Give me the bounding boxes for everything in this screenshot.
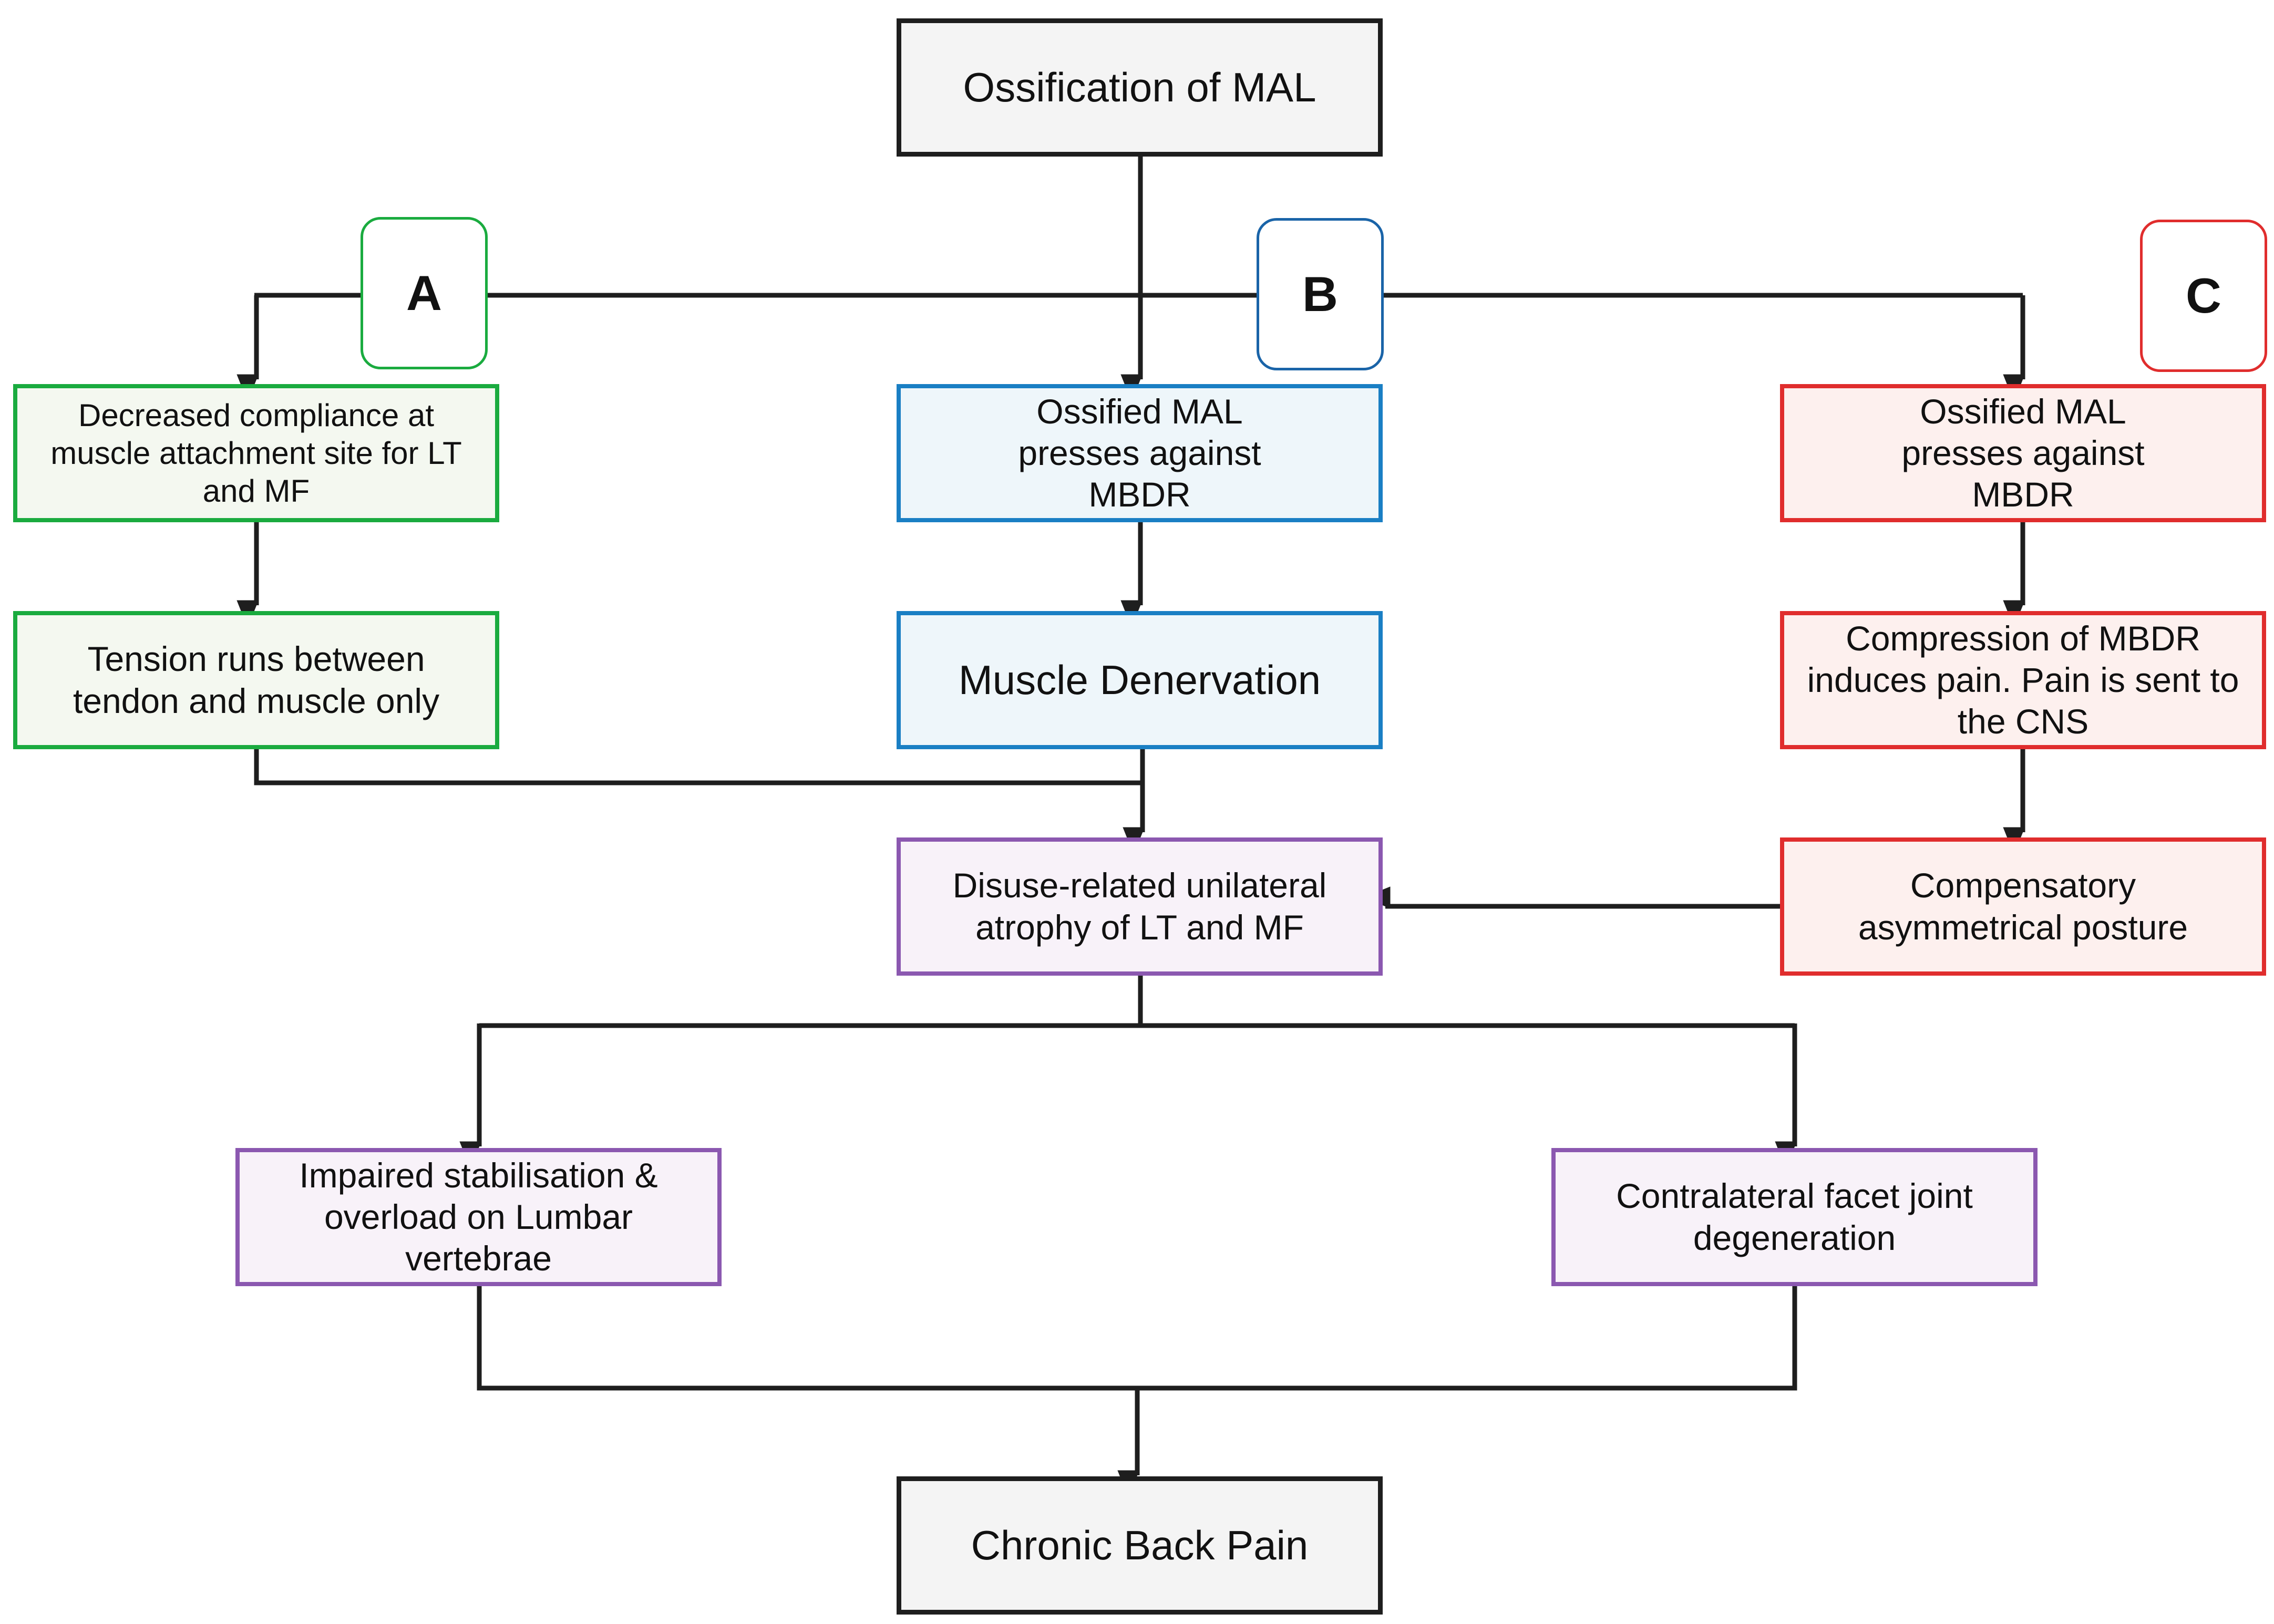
box-muscle-denervation: Muscle Denervation <box>897 611 1383 749</box>
arrow-split-left <box>479 1023 1140 1146</box>
box-compression-of-mbdr-text: Compression of MBDR induces pain. Pain i… <box>1807 618 2239 741</box>
line-outcomes-merge <box>477 1286 1797 1391</box>
box-chronic-back-pain-text: Chronic Back Pain <box>971 1522 1309 1568</box>
box-decreased-compliance-text: Decreased compliance at muscle attachmen… <box>50 397 462 509</box>
line-a2-merge <box>254 749 1143 785</box>
branch-label-b: B <box>1257 218 1384 370</box>
box-compensatory-posture: Compensatory asymmetrical posture <box>1780 837 2266 976</box>
box-ossification-of-mal-text: Ossification of MAL <box>963 64 1316 110</box>
box-b-ossified-mal-presses: Ossified MAL presses against MBDR <box>897 384 1383 522</box>
box-c-ossified-mal-presses-text: Ossified MAL presses against MBDR <box>1901 391 2145 514</box>
box-facet-joint-degeneration-text: Contralateral facet joint degeneration <box>1616 1176 1973 1257</box>
branch-label-c: C <box>2140 220 2267 372</box>
box-disuse-atrophy-text: Disuse-related unilateral atrophy of LT … <box>952 866 1327 947</box>
box-tension-runs: Tension runs between tendon and muscle o… <box>13 611 499 749</box>
box-ossification-of-mal: Ossification of MAL <box>897 18 1383 157</box>
branch-label-b-text: B <box>1302 266 1338 322</box>
box-impaired-stabilisation: Impaired stabilisation & overload on Lum… <box>235 1148 722 1286</box>
box-b-ossified-mal-presses-text: Ossified MAL presses against MBDR <box>1018 391 1261 514</box>
branch-label-a-text: A <box>406 265 442 320</box>
box-impaired-stabilisation-text: Impaired stabilisation & overload on Lum… <box>299 1155 658 1278</box>
arrow-split-right <box>1140 1023 1795 1146</box>
box-c-ossified-mal-presses: Ossified MAL presses against MBDR <box>1780 384 2266 522</box>
box-decreased-compliance: Decreased compliance at muscle attachmen… <box>13 384 499 522</box>
box-disuse-atrophy: Disuse-related unilateral atrophy of LT … <box>897 837 1383 976</box>
branch-label-a: A <box>361 217 488 369</box>
box-compensatory-posture-text: Compensatory asymmetrical posture <box>1858 866 2188 947</box>
box-facet-joint-degeneration: Contralateral facet joint degeneration <box>1551 1148 2038 1286</box>
box-chronic-back-pain: Chronic Back Pain <box>897 1476 1383 1615</box>
box-muscle-denervation-text: Muscle Denervation <box>958 656 1321 703</box>
box-compression-of-mbdr: Compression of MBDR induces pain. Pain i… <box>1780 611 2266 749</box>
box-tension-runs-text: Tension runs between tendon and muscle o… <box>73 639 440 720</box>
branch-label-c-text: C <box>2186 268 2221 323</box>
